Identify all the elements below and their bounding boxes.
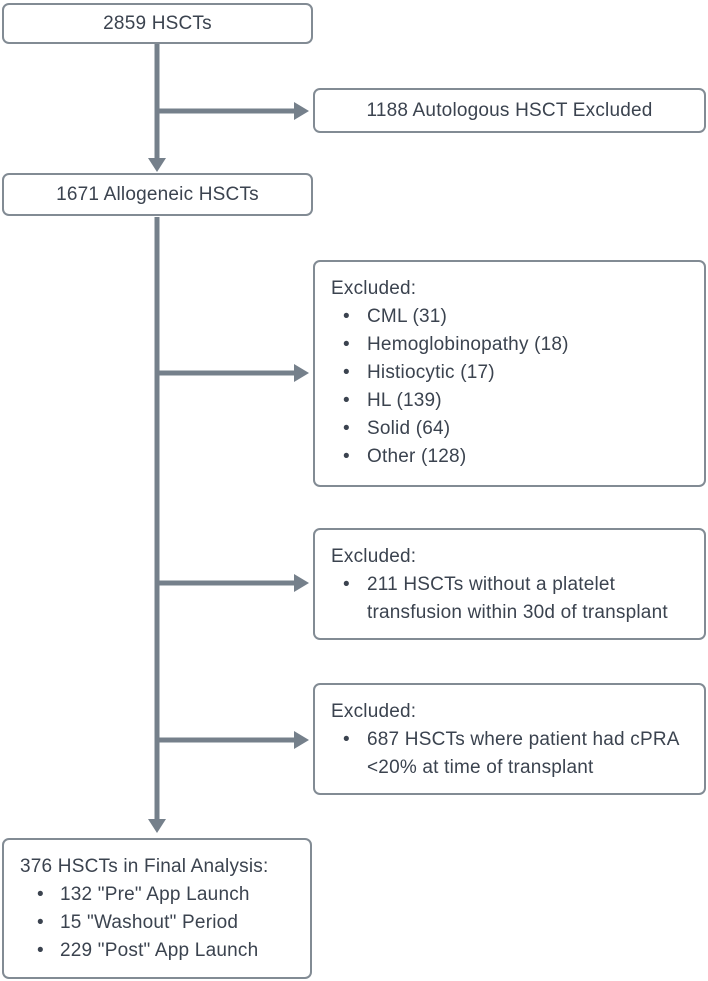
list-item: Solid (64) [331,415,690,443]
list-item: Other (128) [331,443,690,471]
box-final-analysis-title: 376 HSCTs in Final Analysis: [20,856,269,877]
excluded-diagnosis-list: CML (31) Hemoglobinopathy (18) Histiocyt… [331,303,690,471]
arrow-to-autologous-head [294,102,309,120]
arrow-to-excluded-diagnosis-head [294,364,309,382]
box-total-hscts: 2859 HSCTs [2,3,313,44]
arrow-allogeneic-to-final-head [148,819,166,833]
list-item: 211 HSCTs without a platelet transfusion… [331,571,690,627]
box-autologous-excluded: 1188 Autologous HSCT Excluded [313,88,706,133]
list-item: 687 HSCTs where patient had cPRA <20% at… [331,726,690,782]
excluded-platelet-list: 211 HSCTs without a platelet transfusion… [331,571,690,627]
box-allogeneic-hscts-label: 1671 Allogeneic HSCTs [56,183,259,205]
box-excluded-platelet-title: Excluded: [331,546,417,567]
box-excluded-cpra-title: Excluded: [331,701,417,722]
box-final-analysis: 376 HSCTs in Final Analysis: 132 "Pre" A… [2,838,312,979]
list-item: HL (139) [331,387,690,415]
list-item: CML (31) [331,303,690,331]
box-excluded-platelet: Excluded: 211 HSCTs without a platelet t… [313,528,706,640]
arrow-total-to-allogeneic-head [148,158,166,172]
list-item: 132 "Pre" App Launch [20,881,296,909]
list-item: Hemoglobinopathy (18) [331,331,690,359]
box-excluded-diagnosis-title: Excluded: [331,278,417,299]
box-autologous-excluded-label: 1188 Autologous HSCT Excluded [366,99,653,121]
list-item: Histiocytic (17) [331,359,690,387]
arrow-to-excluded-cpra-head [294,731,309,749]
box-excluded-diagnosis: Excluded: CML (31) Hemoglobinopathy (18)… [313,260,706,487]
excluded-cpra-list: 687 HSCTs where patient had cPRA <20% at… [331,726,690,782]
box-excluded-cpra: Excluded: 687 HSCTs where patient had cP… [313,683,706,795]
list-item: 229 "Post" App Launch [20,937,296,965]
box-allogeneic-hscts: 1671 Allogeneic HSCTs [2,173,313,216]
box-total-hscts-label: 2859 HSCTs [103,12,212,34]
final-analysis-list: 132 "Pre" App Launch 15 "Washout" Period… [20,881,296,965]
arrow-to-excluded-platelet-head [294,574,309,592]
list-item: 15 "Washout" Period [20,909,296,937]
